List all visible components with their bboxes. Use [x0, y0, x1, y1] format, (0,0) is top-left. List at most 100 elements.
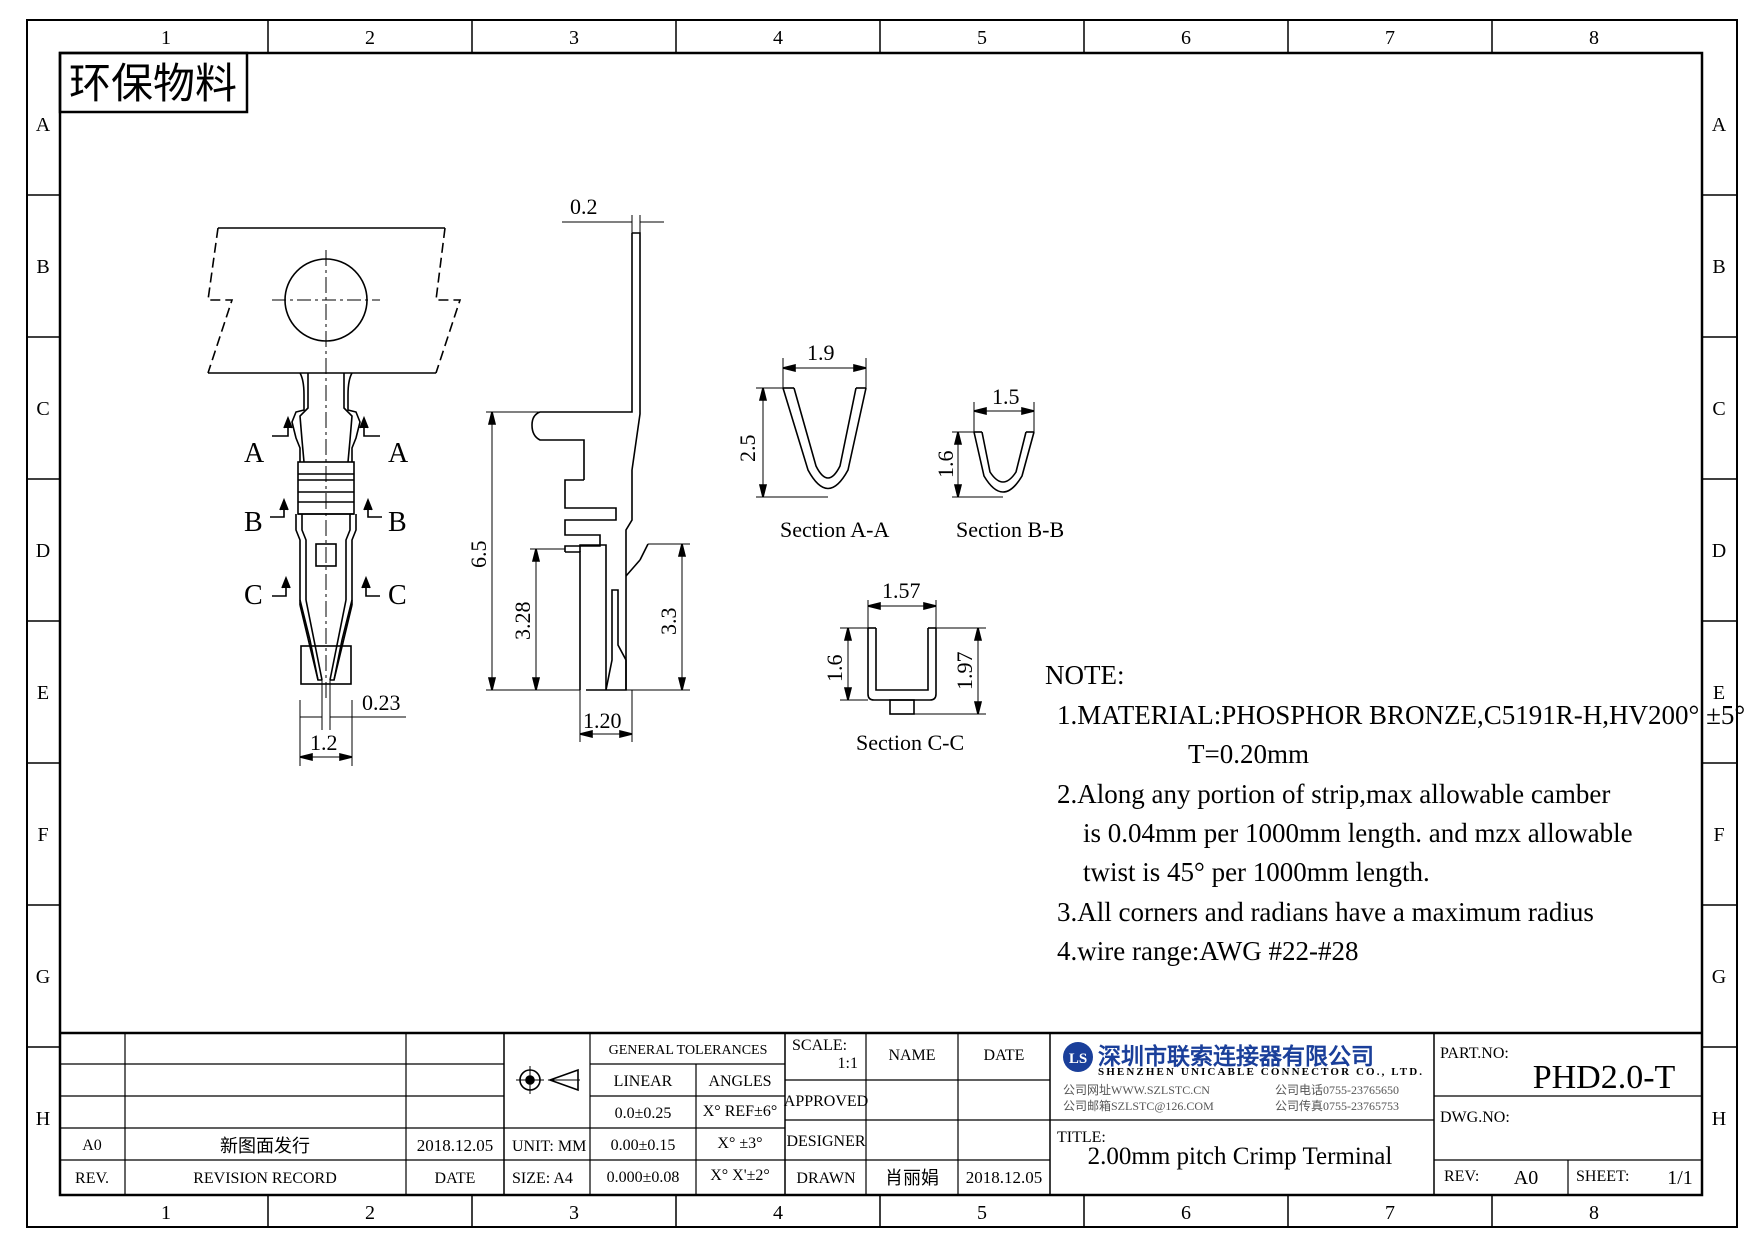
section-mark-c-left: C — [244, 580, 263, 611]
linear-label: LINEAR — [614, 1073, 673, 1090]
linear-tol-3: 0.000±0.08 — [607, 1169, 680, 1186]
col-label-top: 1 — [161, 27, 171, 49]
col-label-bottom: 5 — [977, 1202, 987, 1224]
drawing-title: 2.00mm pitch Crimp Terminal — [1088, 1143, 1393, 1170]
section-mark-c-right: C — [388, 580, 407, 611]
company-logo-icon — [1063, 1042, 1093, 1072]
row-label-left: C — [36, 398, 49, 420]
angle-tol-2: X° ±3° — [717, 1135, 762, 1152]
dim-b-width: 1.5 — [992, 384, 1020, 409]
company-name-cn: 深圳市联索连接器有限公司 — [1098, 1043, 1374, 1069]
dim-height: 6.5 — [466, 541, 491, 569]
dim-tail-height: 3.3 — [656, 608, 681, 636]
section-a-a — [756, 358, 867, 498]
date-label: DATE — [984, 1047, 1025, 1064]
section-c-c-label: Section C-C — [856, 730, 964, 755]
section-mark-a-left: A — [244, 438, 265, 469]
dwg-no-label: DWG.NO: — [1440, 1109, 1510, 1126]
col-date: DATE — [435, 1170, 476, 1187]
dim-a-width: 1.9 — [807, 340, 835, 365]
sheet-value: 1/1 — [1667, 1167, 1693, 1189]
section-a-a-text: 1.9 2.5 Section A-A — [735, 340, 889, 542]
notes-heading: NOTE: — [1045, 660, 1124, 690]
sheet-label: SHEET: — [1576, 1168, 1629, 1185]
row-label-right: A — [1712, 114, 1727, 136]
revision-rev: A0 — [82, 1137, 102, 1154]
unit: UNIT: MM — [512, 1138, 586, 1155]
col-label-top: 7 — [1385, 27, 1395, 49]
linear-tol-1: 0.0±0.25 — [615, 1105, 672, 1122]
drawn-date: 2018.12.05 — [966, 1168, 1043, 1187]
section-b-b — [952, 402, 1035, 498]
note-line: 3.All corners and radians have a maximum… — [1057, 897, 1594, 927]
col-label-bottom: 8 — [1589, 1202, 1599, 1224]
front-view — [207, 227, 462, 766]
dim-b-height: 1.6 — [933, 451, 958, 479]
row-label-left: G — [36, 966, 50, 988]
section-mark-a-right: A — [388, 438, 409, 469]
section-mark-b-left: B — [244, 507, 263, 538]
note-line: 2.Along any portion of strip,max allowab… — [1057, 779, 1610, 809]
scale-value: 1:1 — [838, 1055, 858, 1072]
col-label-top: 8 — [1589, 27, 1599, 49]
company-web: 公司网址WWW.SZLSTC.CN — [1063, 1083, 1210, 1097]
projection-symbol — [516, 1066, 580, 1094]
rev-value: A0 — [1514, 1167, 1538, 1189]
note-line: T=0.20mm — [1188, 739, 1309, 769]
notes: NOTE: 1.MATERIAL:PHOSPHOR BRONZE,C5191R-… — [1045, 660, 1745, 966]
dim-base-width: 1.20 — [583, 708, 622, 733]
angle-tol-1: X° REF±6° — [703, 1103, 777, 1120]
stamp-box — [58, 51, 249, 114]
scale-label: SCALE: — [792, 1037, 847, 1054]
row-label-right: E — [1713, 682, 1725, 704]
angle-tol-3: X° X'±2° — [710, 1167, 770, 1184]
section-c-c-text: 1.57 1.6 1.97 Section C-C — [822, 578, 977, 755]
part-no: PHD2.0-T — [1533, 1059, 1676, 1096]
dim-slot: 0.23 — [362, 690, 401, 715]
row-label-left: A — [36, 114, 51, 136]
col-label-bottom: 2 — [365, 1202, 375, 1224]
tolerance-header: GENERAL TOLERANCES — [609, 1043, 768, 1058]
side-view — [486, 215, 690, 742]
row-label-right: C — [1712, 398, 1725, 420]
col-label-bottom: 4 — [773, 1202, 783, 1224]
row-label-left: F — [37, 824, 48, 846]
col-label-bottom: 3 — [569, 1202, 579, 1224]
col-label-bottom: 7 — [1385, 1202, 1395, 1224]
row-label-right: B — [1712, 256, 1725, 278]
section-mark-b-right: B — [388, 507, 407, 538]
row-label-left: D — [36, 540, 50, 562]
linear-tol-2: 0.00±0.15 — [611, 1137, 676, 1154]
name-label: NAME — [888, 1047, 935, 1064]
company-block: LS 深圳市联索连接器有限公司 SHENZHEN UNICABLE CONNEC… — [1063, 1042, 1422, 1113]
note-line: 1.MATERIAL:PHOSPHOR BRONZE,C5191R-H,HV20… — [1057, 700, 1745, 730]
note-line: twist is 45° per 1000mm length. — [1083, 857, 1430, 887]
revision-date: 2018.12.05 — [417, 1136, 494, 1155]
stamp-text: 环保物料 — [69, 62, 237, 108]
dim-thickness: 0.2 — [570, 194, 598, 219]
row-label-left: H — [36, 1108, 50, 1130]
front-view-dims: 1.2 0.23 — [310, 690, 401, 755]
dim-c-height-right: 1.97 — [952, 652, 977, 691]
section-a-a-label: Section A-A — [780, 517, 889, 542]
dim-crimp-height: 3.28 — [510, 602, 535, 641]
dim-c-width: 1.57 — [882, 578, 921, 603]
row-label-right: H — [1712, 1108, 1726, 1130]
row-label-right: F — [1713, 824, 1724, 846]
dim-c-height-left: 1.6 — [822, 655, 847, 683]
dim-width: 1.2 — [310, 730, 338, 755]
size: SIZE: A4 — [512, 1170, 573, 1187]
section-b-b-label: Section B-B — [956, 517, 1064, 542]
note-line: 4.wire range:AWG #22-#28 — [1057, 936, 1359, 966]
company-logo-text: LS — [1069, 1051, 1087, 1067]
approved-label: APPROVED — [784, 1093, 868, 1110]
border-frame — [26, 19, 1738, 1228]
part-no-label: PART.NO: — [1440, 1045, 1509, 1062]
company-email: 公司邮箱SZLSTC@126.COM — [1063, 1098, 1214, 1113]
col-record: REVISION RECORD — [193, 1170, 337, 1187]
col-label-top: 5 — [977, 27, 987, 49]
row-label-left: B — [36, 256, 49, 278]
col-label-top: 4 — [773, 27, 783, 49]
drawn-label: DRAWN — [796, 1170, 856, 1187]
col-label-top: 2 — [365, 27, 375, 49]
